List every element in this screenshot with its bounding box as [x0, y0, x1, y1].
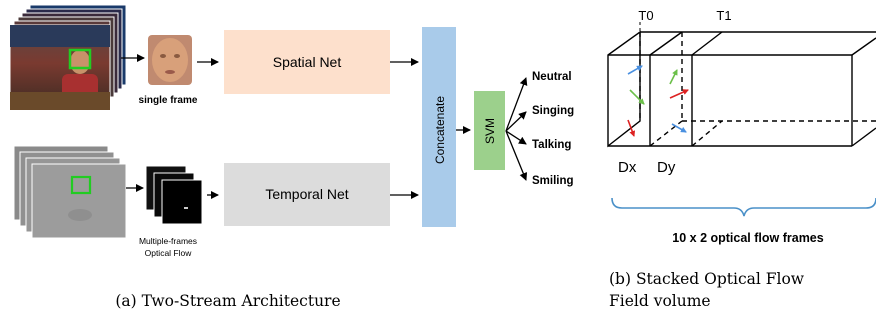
spatial-net-label: Spatial Net: [273, 54, 342, 70]
dx-label: Dx: [618, 159, 637, 176]
face-highlight-box: [68, 48, 92, 70]
video-frame-stack: [9, 4, 127, 111]
flow-arrow-blue-2: [671, 123, 687, 133]
flow-arrow-red-1: [627, 119, 636, 137]
brace: [611, 197, 876, 217]
temporal-net-label: Temporal Net: [265, 186, 348, 202]
flow-arrow-green-1: [629, 89, 645, 105]
caption-b-line1: (b) Stacked Optical Flow: [609, 270, 805, 288]
caption-a: (a) Two-Stream Architecture: [115, 292, 340, 310]
dy-label: Dy: [657, 159, 676, 176]
output-neutral: Neutral: [532, 71, 572, 83]
flow-arrow-red-2: [669, 89, 689, 99]
concatenate-label: Concatenate: [433, 96, 447, 164]
video-frame-front: [9, 24, 111, 111]
output-singing: Singing: [532, 105, 574, 117]
single-frame-face: [148, 35, 192, 85]
t1-label: T1: [716, 8, 731, 23]
flow-frames-stack: [145, 165, 203, 225]
brace-label: 10 x 2 optical flow frames: [672, 231, 823, 245]
flow-frames-label-2: Optical Flow: [145, 248, 193, 258]
output-talking: Talking: [532, 139, 571, 151]
t0-label: T0: [638, 8, 653, 23]
flow-highlight-box: [70, 175, 92, 195]
flow-volume: [607, 30, 876, 148]
flow-frames-label-1: Multiple-frames: [139, 236, 197, 246]
svm-box: [474, 91, 505, 170]
optical-flow-stack: [13, 145, 127, 239]
svm-output-arrows: [505, 77, 528, 181]
flow-arrow-blue-1: [627, 65, 643, 75]
concatenate-box: [422, 27, 456, 227]
output-smiling: Smiling: [532, 175, 574, 187]
spatial-net-box: [224, 30, 390, 94]
svm-label: SVM: [483, 118, 497, 144]
single-frame-label: single frame: [139, 95, 198, 106]
temporal-net-box: [224, 163, 390, 226]
caption-b-line2: Field volume: [609, 292, 711, 310]
flow-arrow-green-2: [669, 69, 678, 85]
